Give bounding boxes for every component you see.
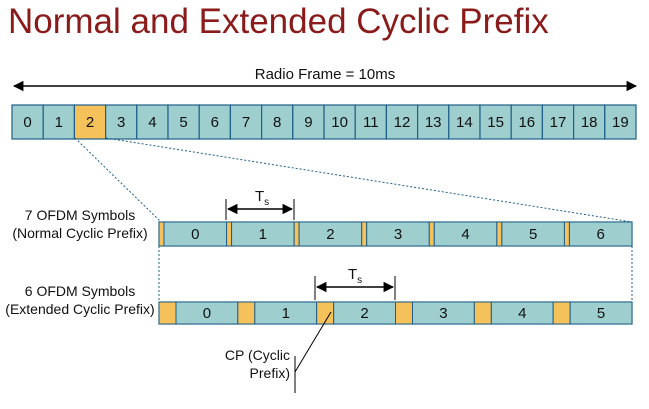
ofdm-symbol-label: 4 [461, 226, 469, 243]
cyclic-prefix [316, 301, 335, 325]
cyclic-prefix [293, 221, 300, 247]
cyclic-prefix [237, 301, 256, 325]
ts-extended-label: Ts [348, 266, 362, 286]
ofdm-symbol-label: 0 [191, 226, 199, 243]
frame-slot [11, 104, 44, 140]
cp-label: CP (Cyclic Prefix) [224, 347, 290, 381]
cyclic-prefix [395, 301, 413, 325]
cp-pointer-line [294, 311, 332, 373]
frame-slot-label: 10 [331, 114, 348, 131]
ofdm-symbol-label: 0 [203, 305, 211, 322]
normal-cp-symbols: 0 1 2 3 4 5 6 [158, 221, 633, 247]
ofdm-symbol-label: 2 [326, 226, 334, 243]
extended-cp-label: 6 OFDM Symbols (Extended Cyclic Prefix) [5, 283, 155, 317]
frame-slot-label: 9 [304, 114, 312, 131]
ts-normal-label: Ts [255, 188, 269, 208]
frame-slot-label: 14 [456, 114, 473, 131]
frame-slot-label: 0 [23, 114, 31, 131]
ofdm-symbol [366, 221, 430, 247]
frame-slot-label: 7 [242, 114, 250, 131]
cyclic-prefix [428, 221, 435, 247]
extended-cp-symbols: 0 1 2 3 4 5 [158, 301, 633, 325]
frame-slot [42, 104, 76, 140]
ofdm-symbol-label: 5 [529, 226, 537, 243]
ofdm-symbol-label: 5 [597, 305, 605, 322]
frame-slot-label: 2 [86, 114, 94, 131]
ofdm-symbol [433, 221, 498, 247]
frame-slot-label: 5 [179, 114, 187, 131]
cyclic-prefix [361, 221, 368, 247]
frame-slot [167, 104, 200, 140]
ofdm-symbol [568, 221, 633, 247]
frame-slot-label: 16 [518, 114, 535, 131]
frame-slot [604, 104, 637, 140]
ofdm-symbol [231, 221, 295, 247]
zoom-line-right [105, 137, 633, 223]
frame-slot-label: 1 [55, 114, 63, 131]
cyclic-prefix [158, 221, 165, 247]
frame-slot-label: 3 [117, 114, 125, 131]
ofdm-symbol-label: 3 [394, 226, 402, 243]
ofdm-symbol [163, 221, 228, 247]
frame-slot [292, 104, 325, 140]
cyclic-prefix [158, 301, 177, 325]
frame-slot [354, 104, 388, 140]
frame-slot-label: 4 [148, 114, 156, 131]
page-title: Normal and Extended Cyclic Prefix [8, 2, 549, 41]
frame-slot-label: 18 [581, 114, 598, 131]
ofdm-symbol-label: 6 [597, 226, 605, 243]
frame-slot [73, 104, 107, 140]
ofdm-symbol-label: 4 [518, 305, 526, 322]
frame-slot-label: 15 [487, 114, 504, 131]
frame-slot [104, 104, 138, 140]
frame-slot [541, 104, 575, 140]
ofdm-symbol-label: 2 [360, 305, 368, 322]
cyclic-prefix [563, 221, 570, 247]
radio-frame-label: Radio Frame = 10ms [254, 66, 396, 83]
ofdm-symbol-label: 3 [439, 305, 447, 322]
frame-slot-label: 8 [273, 114, 281, 131]
frame-slot-label: 17 [550, 114, 567, 131]
cyclic-prefix [496, 221, 503, 247]
cyclic-prefix [226, 221, 233, 247]
ofdm-symbol-label: 1 [259, 226, 267, 243]
frame-slot [323, 104, 356, 140]
frame-slot-label: 19 [612, 114, 629, 131]
frame-slot-label: 12 [394, 114, 411, 131]
frame-slot-label: 6 [211, 114, 219, 131]
frame-slot-label: 11 [363, 114, 379, 131]
cyclic-prefix [552, 301, 571, 325]
normal-cp-label: 7 OFDM Symbols (Normal Cyclic Prefix) [12, 207, 148, 241]
frame-slot-label: 13 [425, 114, 442, 131]
frame-slot [385, 104, 419, 140]
zoom-line-left [74, 137, 162, 223]
cyclic-prefix [473, 301, 492, 325]
ofdm-symbol-label: 1 [282, 305, 290, 322]
ofdm-symbol [569, 301, 633, 325]
frame-slot [572, 104, 606, 140]
